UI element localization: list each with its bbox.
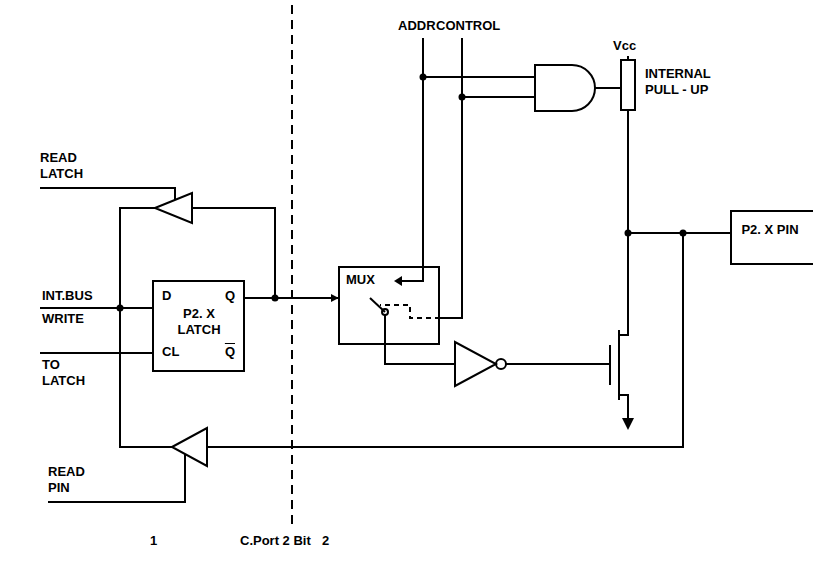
junction-dot	[625, 230, 632, 237]
fet-channel	[618, 330, 620, 400]
section-number: 2	[322, 533, 342, 549]
latch-box: D Q P2. X LATCH CL Q	[152, 280, 245, 372]
addr-arrow	[394, 276, 402, 286]
junction-dot	[459, 94, 466, 101]
gate-wire	[506, 363, 610, 365]
control-wire	[440, 38, 462, 318]
latch-feedback-wire	[192, 208, 275, 298]
addr-wire	[402, 38, 423, 281]
mux-pivot	[382, 309, 388, 315]
pull-up-drain-wire	[620, 110, 628, 335]
signal-name: CONTROL	[436, 18, 511, 34]
mux-select-dashed	[380, 305, 440, 318]
pin-sense-wire	[207, 233, 683, 447]
bus-to-d-wire	[40, 307, 152, 309]
junction-dot	[420, 74, 427, 81]
internal-bus-wire	[120, 208, 172, 447]
part-name: INTERNAL PULL - UP	[645, 66, 735, 98]
node-text: P2. X PIN	[740, 222, 800, 238]
and-output-wire	[595, 87, 621, 89]
node-text: MUX	[346, 272, 375, 288]
mux-box: MUX	[338, 266, 440, 345]
inverter	[455, 342, 496, 386]
fet-source-wire	[620, 395, 628, 418]
and-input-wire	[423, 76, 535, 78]
ground-arrow	[622, 418, 634, 430]
signal-connector	[245, 297, 338, 299]
node-text: Q	[225, 344, 235, 360]
node-text: Q	[225, 288, 235, 304]
signal-name: TO LATCH	[42, 357, 102, 389]
junction-dot	[680, 230, 687, 237]
signal-name: READ PIN	[48, 464, 98, 496]
section-number: 1	[150, 533, 170, 549]
signal-name: READ LATCH	[40, 150, 100, 182]
signal-name: WRITE	[42, 311, 112, 327]
signal-name: INT.BUS	[42, 288, 112, 304]
wires	[40, 5, 730, 525]
write-latch-wire	[40, 352, 152, 354]
pin-box: P2. X PIN	[730, 210, 813, 265]
node-text: D	[162, 288, 171, 304]
node-text: CL	[162, 344, 179, 360]
pin-wire	[628, 232, 730, 234]
read-pin-buffer	[172, 428, 207, 466]
pull-up-resistor	[621, 60, 635, 110]
inverter-bubble	[496, 359, 506, 369]
and-input-wire	[462, 96, 535, 98]
read-pin-wire	[48, 454, 185, 502]
supply-name: Vcc	[613, 38, 648, 54]
node-text: P2. X LATCH	[164, 306, 234, 338]
mux-output-wire	[385, 315, 455, 364]
and-gate	[535, 65, 595, 111]
read-latch-wire	[40, 188, 175, 200]
junction-dot	[117, 305, 124, 312]
read-latch-buffer	[155, 193, 192, 223]
fet-gate	[609, 345, 611, 385]
